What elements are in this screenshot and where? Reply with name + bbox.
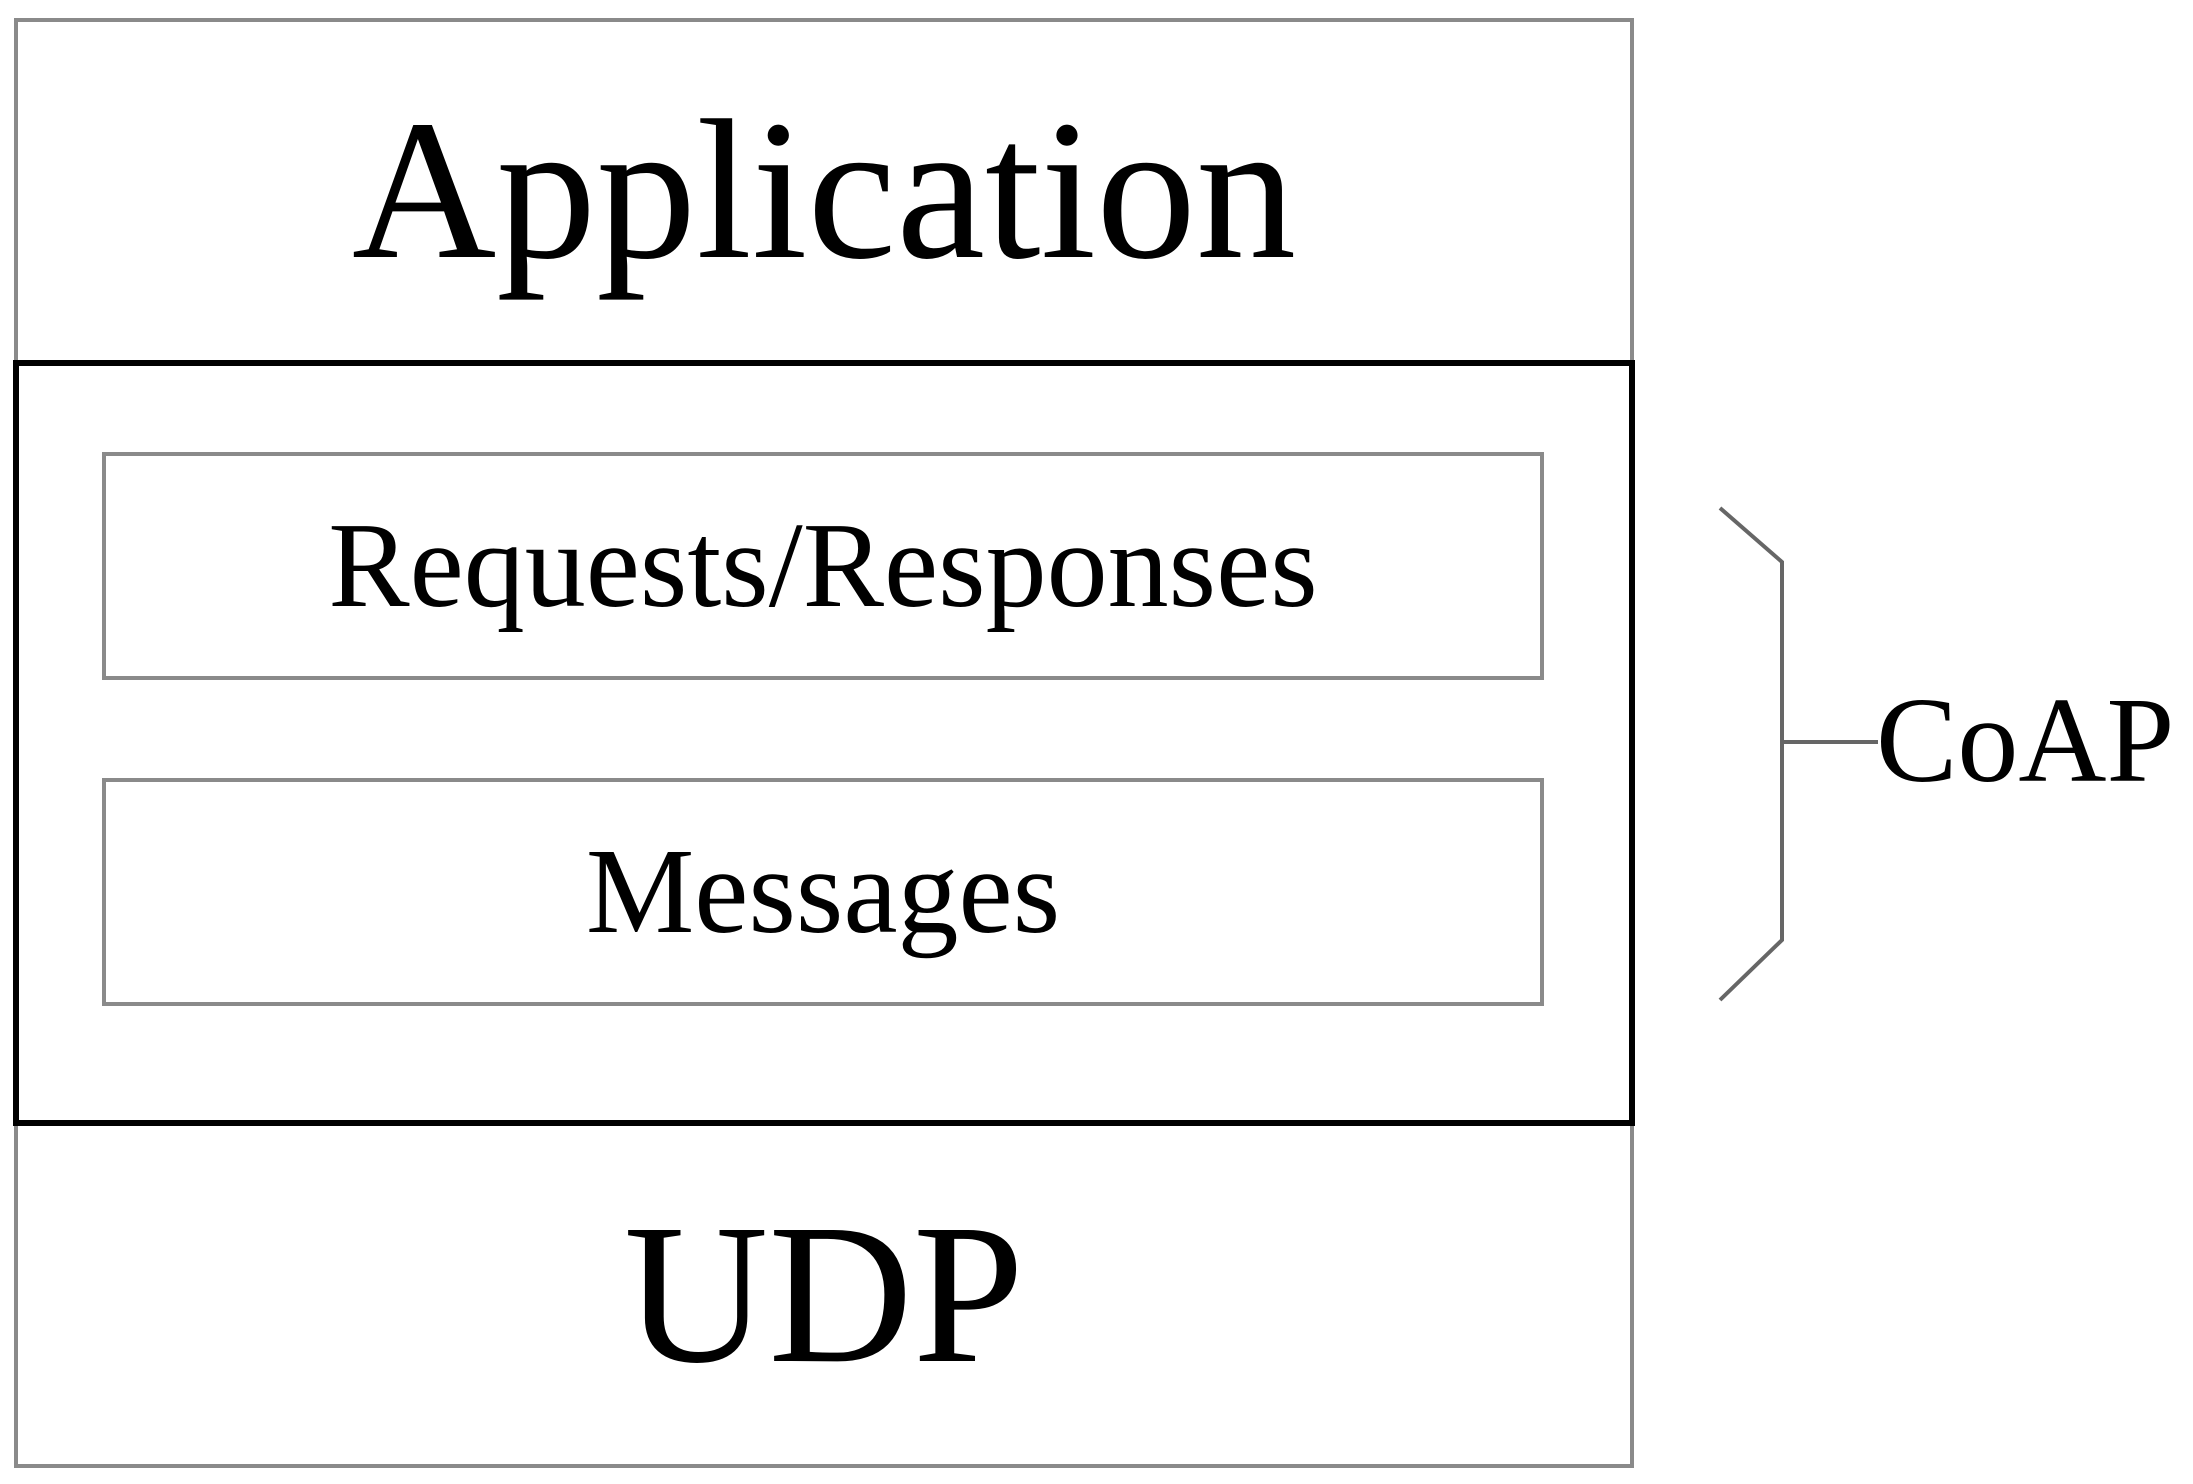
coap-label: CoAP (1876, 673, 2175, 808)
udp-label: UDP (623, 1184, 1025, 1405)
requests-responses-sublayer: Requests/Responses (102, 452, 1544, 680)
messages-label: Messages (585, 824, 1061, 959)
requests-responses-label: Requests/Responses (328, 498, 1318, 633)
application-layer: Application (14, 18, 1634, 364)
messages-sublayer: Messages (102, 778, 1544, 1006)
udp-layer: UDP (14, 1122, 1634, 1468)
application-label: Application (351, 80, 1297, 301)
bracket-shape (1718, 506, 1784, 1002)
coap-layer-box (13, 360, 1635, 1126)
